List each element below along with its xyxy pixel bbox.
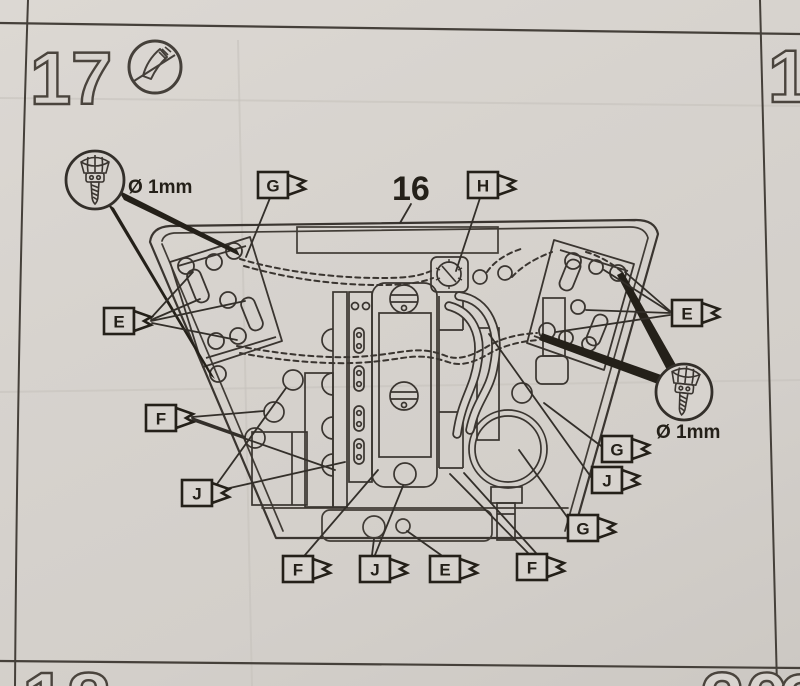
drill-callout-right: Ø 1mm (654, 362, 720, 443)
flag-h: H (466, 170, 519, 200)
panel-rim-inner-left (161, 243, 284, 532)
drill-icon (671, 366, 701, 416)
left-border-line (14, 0, 29, 686)
pulley-inner (474, 415, 542, 483)
step-number-next-bottom-right: 20 (700, 656, 789, 686)
engine-pipe-stack (476, 327, 500, 441)
drill-pointers (107, 190, 676, 384)
svg-text:E: E (113, 313, 124, 332)
carb-housing (535, 355, 569, 385)
flag-f-bottom: F (281, 554, 334, 584)
flag-g-right-lower: G (566, 513, 619, 543)
svg-text:G: G (266, 177, 279, 196)
flag-e-bottom: E (428, 554, 481, 584)
svg-text:G: G (610, 441, 623, 460)
flag-e-left: E (102, 306, 155, 336)
svg-text:J: J (370, 561, 379, 580)
bottom-border-line (0, 659, 800, 670)
svg-text:J: J (192, 485, 201, 504)
drill-size-label-right: Ø 1mm (656, 422, 720, 443)
flag-g-right-upper: G (600, 434, 653, 464)
svg-text:E: E (681, 305, 692, 324)
step-number-next-bottom-left: 18 (22, 656, 111, 686)
bottom-bar (321, 509, 493, 542)
mount-hole-a (282, 369, 304, 391)
flag-j-left: J (180, 478, 233, 508)
step-number-partial-far-right: 2 (779, 658, 800, 686)
step-number-next-right: 1 (768, 35, 800, 118)
svg-text:H: H (477, 177, 489, 196)
engine-assembly (244, 256, 569, 541)
svg-text:G: G (576, 520, 589, 539)
engine-left-block (304, 372, 334, 508)
flag-f-bottom-right: F (515, 552, 568, 582)
engine-valve-cover (371, 282, 438, 488)
part-flags: G H E E F J F J (102, 170, 723, 584)
pulley-outer (468, 409, 548, 489)
small-boss (511, 382, 533, 404)
top-border-line (0, 21, 800, 36)
step-numbers: 17 1 18 20 2 (21, 34, 800, 686)
engine-bump-strip (332, 291, 348, 508)
panel-outline (148, 218, 660, 540)
right-border-line (759, 0, 778, 686)
flag-f-left: F (144, 403, 197, 433)
flag-j-bottom: J (358, 554, 411, 584)
hoses (444, 291, 501, 439)
svg-text:F: F (527, 559, 537, 578)
bottom-bar-hole-small (395, 518, 411, 534)
leader-lines (150, 197, 671, 556)
svg-text:F: F (156, 410, 166, 429)
svg-text:E: E (439, 561, 450, 580)
part-number-label: 16 (392, 170, 430, 208)
flag-j-right: J (590, 465, 643, 495)
drill-icon (80, 155, 110, 206)
firewall-panel (148, 218, 660, 542)
filler-cap-top (389, 284, 419, 314)
svg-text:J: J (602, 472, 611, 491)
engine-lower-left-mount (251, 431, 308, 506)
ignition-unit (430, 256, 513, 293)
left-mount-plate (169, 236, 283, 383)
flag-e-right: E (670, 298, 723, 328)
panel-rim-inner (161, 226, 649, 532)
wiring-dashed (236, 247, 623, 365)
panel-top-recess (296, 226, 499, 254)
pulley-pedestal (490, 486, 523, 504)
step-number-current: 17 (30, 37, 112, 120)
drill-callout-left: Ø 1mm (64, 149, 192, 211)
part-number-callout: 16 (392, 170, 430, 224)
bottom-bar-hole-large (362, 515, 386, 539)
slot-pills (353, 327, 365, 465)
knife-icon (127, 39, 183, 95)
drill-size-label-left: Ø 1mm (128, 177, 192, 198)
engine-bottom-boss (393, 462, 417, 486)
flag-g-top: G (256, 170, 309, 200)
mount-hole-b (263, 401, 285, 423)
filler-cap-mid (389, 381, 419, 411)
svg-text:F: F (293, 561, 303, 580)
